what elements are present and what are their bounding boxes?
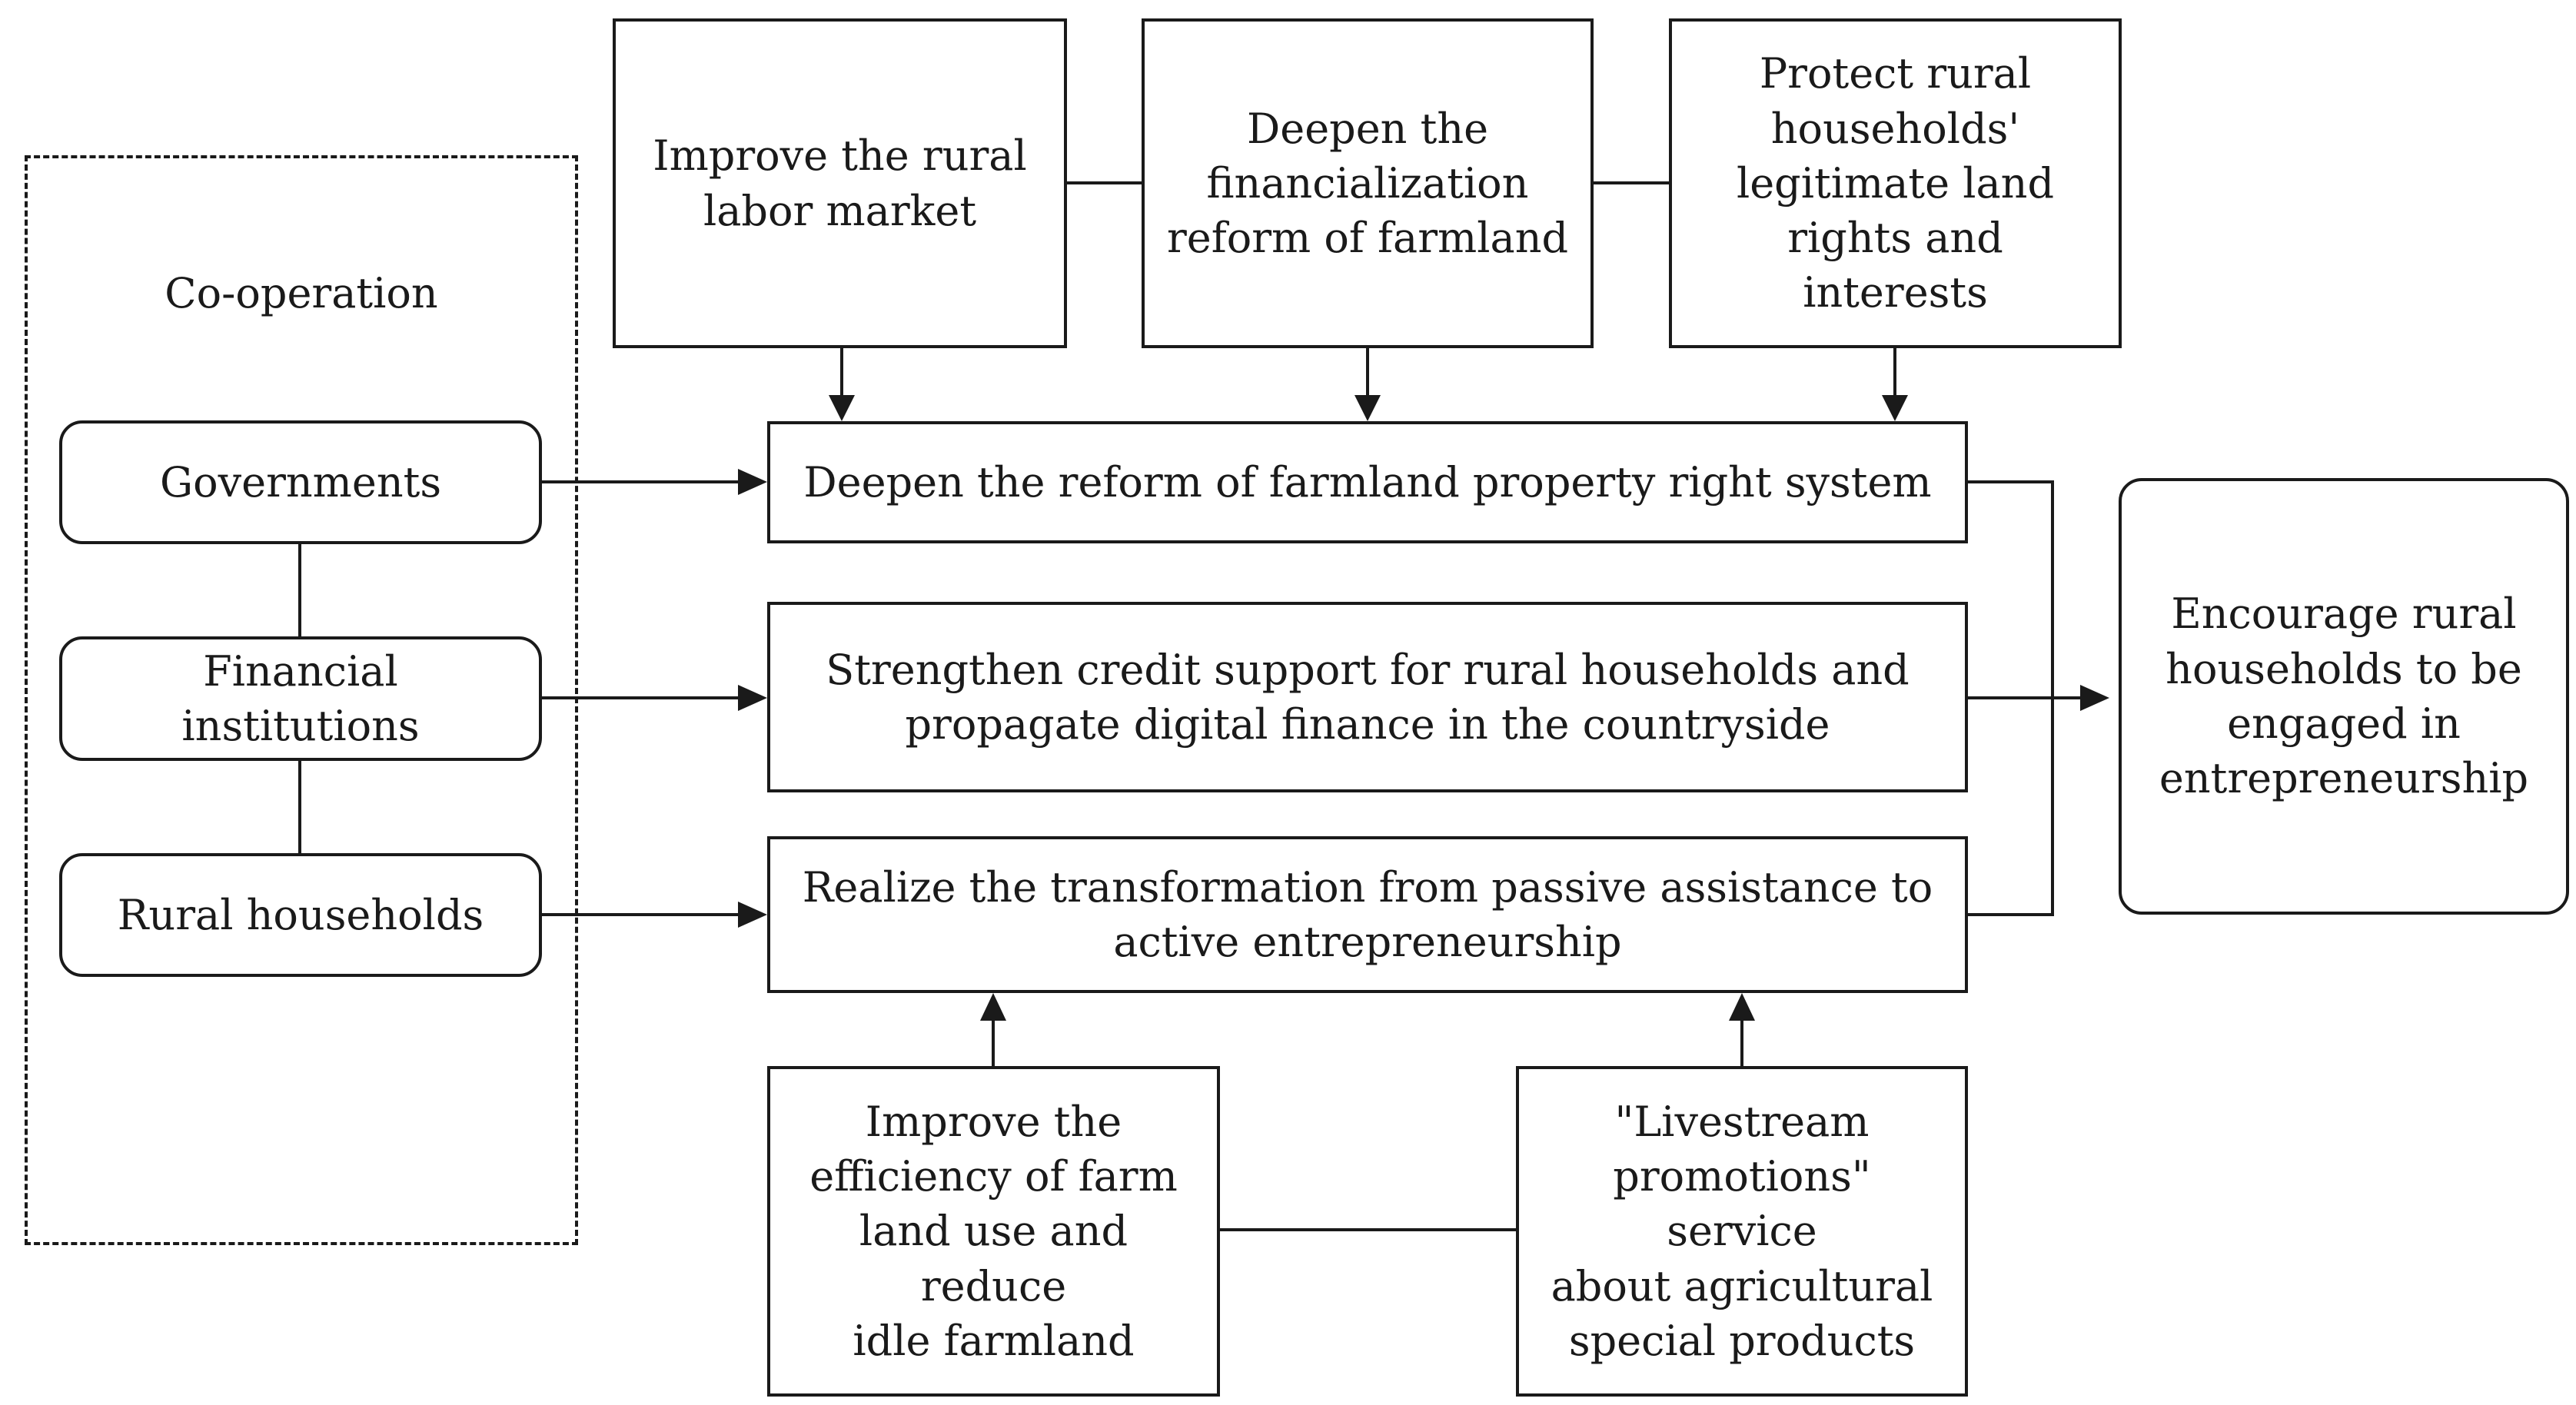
credit-support-box: Strengthen credit support for rural hous… bbox=[767, 602, 1968, 792]
arrowhead-households bbox=[738, 902, 767, 928]
property-right-box: Deepen the reform of farmland property r… bbox=[767, 421, 1968, 543]
transformation-box: Realize the transformation from passive … bbox=[767, 836, 1968, 993]
financialization-box: Deepen the financialization reform of fa… bbox=[1142, 18, 1594, 348]
entrepreneurship-outcome-box: Encourage rural households to be engaged… bbox=[2119, 478, 2569, 915]
arrowhead-livestream bbox=[1729, 993, 1755, 1021]
land-rights-box: Protect rural households' legitimate lan… bbox=[1669, 18, 2122, 348]
governments-box: Governments bbox=[59, 420, 542, 544]
arrowhead-outcome bbox=[2080, 685, 2109, 711]
arrowhead-landrights bbox=[1882, 395, 1908, 421]
arrowhead-efficiency bbox=[980, 993, 1006, 1021]
livestream-box: "Livestream promotions" service about ag… bbox=[1516, 1066, 1968, 1397]
labor-market-box: Improve the rural labor market bbox=[613, 18, 1067, 348]
cooperation-label: Co-operation bbox=[165, 269, 438, 317]
arrowhead-labor bbox=[829, 395, 855, 421]
cooperation-group bbox=[25, 155, 578, 1245]
financial-institutions-box: Financial institutions bbox=[59, 636, 542, 761]
arrowhead-governments bbox=[738, 469, 767, 495]
land-efficiency-box: Improve the efficiency of farm land use … bbox=[767, 1066, 1220, 1397]
rural-households-box: Rural households bbox=[59, 853, 542, 977]
arrowhead-financial bbox=[738, 685, 767, 711]
arrowhead-financialization bbox=[1354, 395, 1381, 421]
